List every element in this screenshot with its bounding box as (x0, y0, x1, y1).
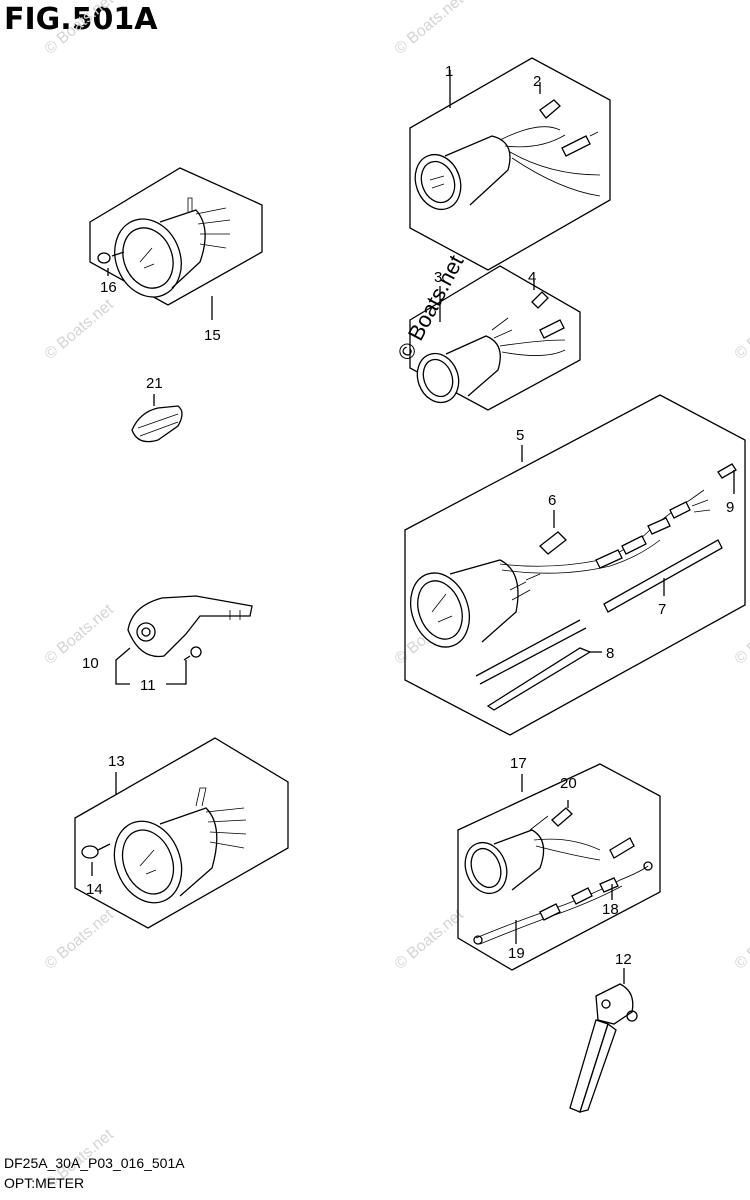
callout-2: 2 (533, 73, 541, 90)
callout-7: 7 (658, 601, 666, 618)
callout-3: 3 (434, 269, 442, 286)
callout-6: 6 (548, 492, 556, 509)
callout-15: 15 (204, 327, 221, 344)
callout-16: 16 (100, 279, 117, 296)
callout-13: 13 (108, 753, 125, 770)
callout-19: 19 (508, 945, 525, 962)
watermark: © Boats.net (42, 296, 118, 363)
figure-title: FIG.501A (4, 2, 158, 37)
callout-10: 10 (82, 655, 99, 672)
gauge-assembly-17 (457, 763, 661, 971)
trim-sender-10 (115, 595, 253, 685)
callout-17: 17 (510, 755, 527, 772)
callout-5: 5 (516, 427, 524, 444)
callout-12: 12 (615, 951, 632, 968)
callout-18: 18 (602, 901, 619, 918)
watermark: © Boats.net (732, 906, 750, 973)
gauge-assembly-1 (409, 57, 611, 271)
callout-9: 9 (726, 499, 734, 516)
watermark: © Boats.net (42, 906, 118, 973)
gauge-assembly-13 (74, 737, 289, 929)
callout-20: 20 (560, 775, 577, 792)
figure-subtitle: OPT:METER (4, 1175, 85, 1191)
watermark: © Boats.net (732, 296, 750, 363)
watermark-layer: © Boats.net © Boats.net © Boats.net © Bo… (42, 0, 750, 1193)
cap-21 (131, 394, 183, 443)
watermark: © Boats.net (42, 601, 118, 668)
callout-14: 14 (86, 881, 103, 898)
callout-8: 8 (606, 645, 614, 662)
gauge-assembly-15 (89, 167, 263, 320)
figure-code: DF25A_30A_P03_016_501A (4, 1155, 185, 1171)
gauge-assembly-3 (409, 265, 581, 411)
callout-4: 4 (528, 269, 536, 286)
watermark: © Boats.net (42, 0, 118, 58)
watermark: © Boats.net (392, 0, 468, 58)
callout-1: 1 (445, 63, 453, 80)
sender-12 (569, 968, 638, 1113)
callout-11: 11 (140, 677, 156, 694)
watermark: © Boats.net (392, 906, 468, 973)
callout-21: 21 (146, 375, 163, 392)
tachometer-kit-5 (404, 394, 746, 736)
